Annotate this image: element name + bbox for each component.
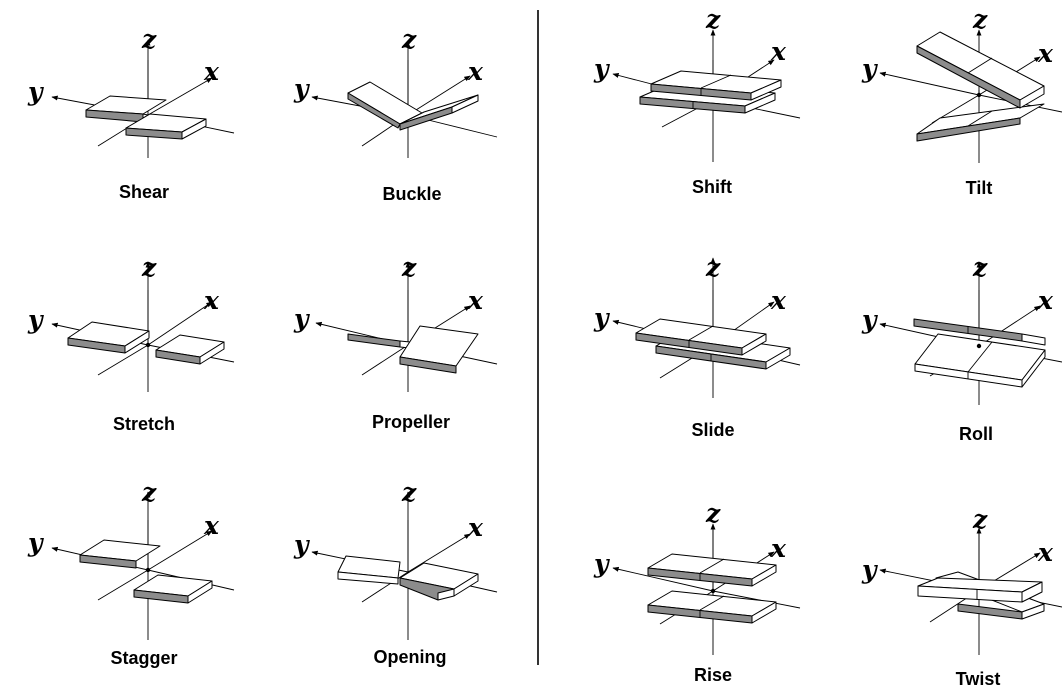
x-axis-label: x bbox=[467, 57, 484, 86]
caption-stretch: Stretch bbox=[113, 414, 175, 434]
z-axis-label: z bbox=[401, 25, 417, 54]
y-axis-label: y bbox=[861, 54, 878, 83]
panel-twist: z y x Twist bbox=[861, 505, 1062, 689]
caption-shift: Shift bbox=[692, 177, 732, 197]
z-axis-label: z bbox=[972, 505, 988, 534]
y-axis-label: y bbox=[593, 54, 610, 83]
base-pair-lower bbox=[648, 591, 776, 623]
base-right bbox=[134, 575, 212, 603]
caption-tilt: Tilt bbox=[966, 178, 993, 198]
panel-shear: z y x Shear bbox=[27, 25, 234, 202]
base-left bbox=[348, 334, 410, 348]
caption-twist: Twist bbox=[956, 669, 1001, 689]
x-axis-label: x bbox=[1037, 538, 1054, 567]
y-axis-label: y bbox=[593, 549, 610, 578]
origin-dot bbox=[977, 344, 981, 348]
z-axis-label: z bbox=[401, 253, 417, 282]
caption-buckle: Buckle bbox=[382, 184, 441, 204]
caption-stagger: Stagger bbox=[110, 648, 177, 668]
caption-roll: Roll bbox=[959, 424, 993, 444]
z-axis-label: z bbox=[705, 253, 721, 282]
z-axis-label: z bbox=[972, 253, 988, 282]
caption-shear: Shear bbox=[119, 182, 169, 202]
y-axis-label: y bbox=[27, 77, 44, 106]
x-axis-label: x bbox=[203, 57, 220, 86]
panel-opening: z y x Opening bbox=[293, 478, 497, 667]
x-axis-label: x bbox=[770, 534, 787, 563]
x-axis-label: x bbox=[1037, 39, 1054, 68]
x-axis-label: x bbox=[1037, 286, 1054, 315]
base-right bbox=[400, 326, 478, 373]
y-axis-label: y bbox=[27, 528, 44, 557]
panel-rise: z y x Rise bbox=[593, 499, 800, 685]
x-axis-label: x bbox=[467, 513, 484, 542]
origin-dot bbox=[977, 93, 981, 97]
z-axis-label: z bbox=[401, 478, 417, 507]
panel-buckle: z y x Buckle bbox=[293, 25, 497, 204]
origin-dot bbox=[146, 568, 150, 572]
base-right bbox=[400, 563, 478, 600]
z-axis-label: z bbox=[141, 478, 157, 507]
x-axis-label: x bbox=[467, 286, 484, 315]
y-axis-label: y bbox=[293, 530, 310, 559]
caption-slide: Slide bbox=[691, 420, 734, 440]
base-left bbox=[338, 556, 400, 584]
y-axis-label: y bbox=[27, 305, 44, 334]
y-axis-label: y bbox=[861, 305, 878, 334]
y-axis-label: y bbox=[593, 303, 610, 332]
base-right bbox=[156, 335, 224, 364]
base-pair-upper bbox=[918, 578, 1042, 602]
origin-dot bbox=[711, 589, 715, 593]
x-axis-label: x bbox=[203, 286, 220, 315]
panel-roll: z y x Roll bbox=[861, 253, 1062, 444]
panel-stretch: z y x Stretch bbox=[27, 253, 234, 434]
z-axis-label: z bbox=[972, 5, 988, 34]
base-left bbox=[68, 322, 149, 353]
y-axis-label: y bbox=[861, 555, 878, 584]
panel-tilt: z y x Tilt bbox=[861, 5, 1062, 198]
base-pair-lower bbox=[917, 104, 1044, 141]
z-axis-label: z bbox=[705, 5, 721, 34]
x-axis-label: x bbox=[770, 37, 787, 66]
z-axis-label: z bbox=[141, 253, 157, 282]
x-axis-label: x bbox=[770, 286, 787, 315]
y-axis-label: y bbox=[293, 74, 310, 103]
y-axis-label: y bbox=[293, 304, 310, 333]
panel-propeller: z y x Propeller bbox=[293, 253, 497, 432]
base-pair-upper bbox=[648, 554, 776, 586]
z-axis-label: z bbox=[141, 25, 157, 54]
caption-opening: Opening bbox=[374, 647, 447, 667]
panel-shift: z y x Shift bbox=[593, 5, 800, 197]
caption-propeller: Propeller bbox=[372, 412, 450, 432]
z-axis-label: z bbox=[705, 499, 721, 528]
caption-rise: Rise bbox=[694, 665, 732, 685]
origin-dot bbox=[146, 343, 150, 347]
panel-slide: z y x Slide bbox=[593, 253, 800, 440]
panel-stagger: z y x Stagger bbox=[27, 478, 234, 668]
x-axis-label: x bbox=[203, 511, 220, 540]
